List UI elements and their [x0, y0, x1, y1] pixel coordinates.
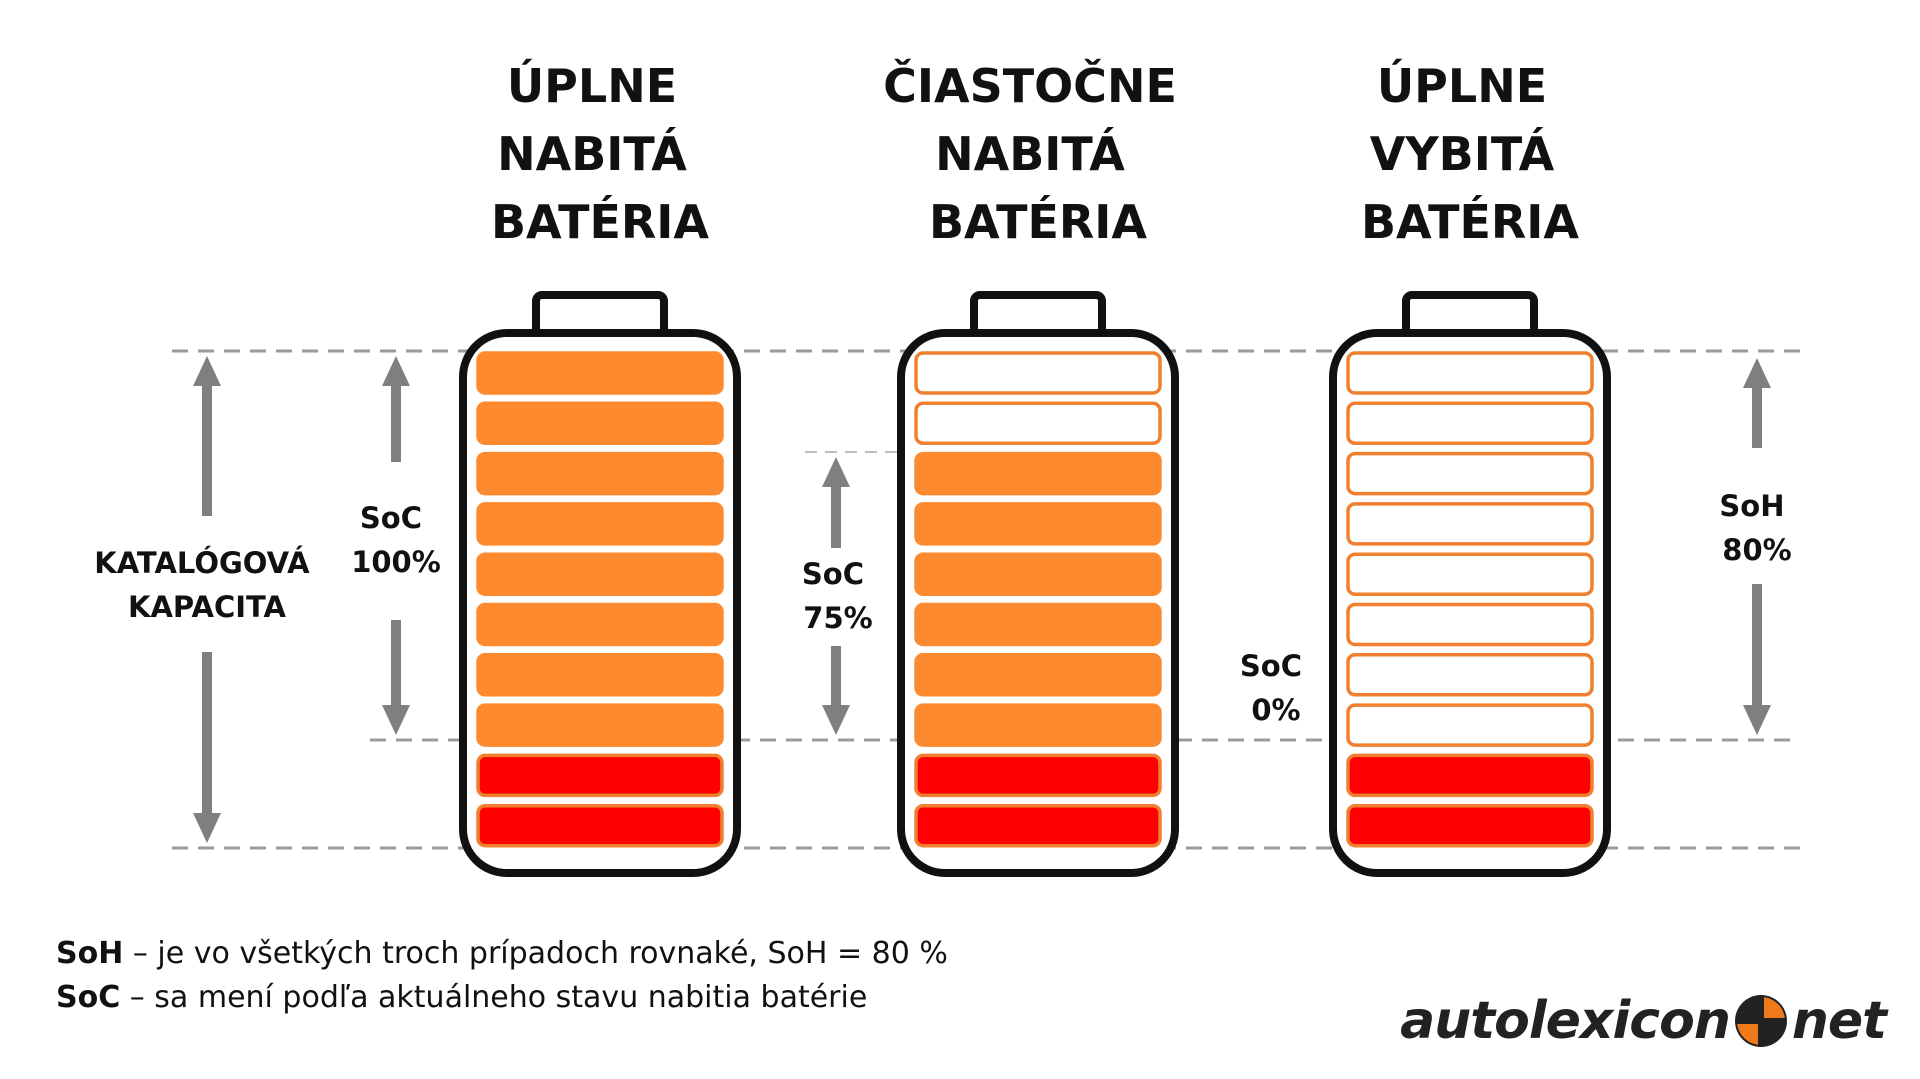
battery-cell-empty — [1346, 703, 1594, 747]
battery-cell-empty — [1346, 401, 1594, 446]
title-line: BATÉRIA — [929, 195, 1147, 249]
battery-cell-empty — [914, 401, 1162, 446]
label-line: 80% — [1722, 533, 1791, 567]
title-line: ČIASTOČNE — [883, 59, 1177, 113]
orange-crosshair-circle-icon — [1734, 995, 1787, 1047]
catalog-capacity-arrow — [193, 356, 221, 843]
legend-soh-text: – je vo všetkých troch prípadoch rovnaké… — [123, 936, 948, 971]
battery-cell-charged — [476, 401, 724, 446]
title-line: ÚPLNE — [507, 59, 677, 113]
battery-2 — [897, 291, 1179, 877]
arrow-down-icon — [382, 705, 410, 735]
battery-cell-charged — [914, 602, 1162, 647]
battery-cell-charged — [914, 703, 1162, 747]
arrow-down-icon — [822, 705, 850, 735]
arrow-up-icon — [822, 457, 850, 487]
soc-full-label: SoC 100% — [351, 501, 441, 579]
battery-cell-reserve — [914, 803, 1162, 848]
battery-cell-charged — [914, 451, 1162, 496]
battery-3 — [1329, 291, 1611, 877]
arrow-up-icon — [1743, 358, 1771, 388]
title-line: ÚPLNE — [1377, 59, 1547, 113]
label-line: KATALÓGOVÁ — [94, 546, 310, 580]
arrow-down-icon — [1743, 705, 1771, 735]
battery-title-partial: ČIASTOČNE NABITÁ BATÉRIA — [883, 59, 1193, 249]
battery-title-full: ÚPLNE NABITÁ BATÉRIA — [491, 59, 709, 249]
label-line: SoC — [1240, 649, 1302, 683]
legend-soc-term: SoC — [56, 980, 121, 1015]
autolexicon-logo[interactable]: autolexicon net — [1400, 986, 1887, 1056]
title-line: NABITÁ — [497, 127, 687, 181]
battery-cell-reserve — [476, 803, 724, 848]
label-line: 0% — [1251, 693, 1300, 727]
arrow-up-icon — [193, 356, 221, 386]
label-line: SoH — [1719, 489, 1784, 523]
title-line: BATÉRIA — [491, 195, 709, 249]
soh-arrow — [1743, 358, 1771, 735]
battery-cell-empty — [1346, 653, 1594, 697]
label-line: 75% — [803, 601, 872, 635]
battery-1 — [459, 291, 741, 877]
logo-text-left: autolexicon — [1400, 991, 1731, 1051]
soc-empty-label: SoC 0% — [1240, 649, 1312, 727]
catalog-capacity-label: KATALÓGOVÁ KAPACITA — [94, 546, 319, 624]
soc-partial-arrow — [822, 457, 850, 735]
battery-cell-charged — [476, 451, 724, 496]
legend-soc-text: – sa mení podľa aktuálneho stavu nabitia… — [120, 980, 868, 1015]
battery-cell-empty — [1346, 502, 1594, 546]
label-line: 100% — [351, 545, 441, 579]
legend-soh-line: SoH – je vo všetkých troch prípadoch rov… — [56, 932, 948, 976]
battery-cell-charged — [914, 552, 1162, 596]
label-line: KAPACITA — [128, 590, 287, 624]
battery-cell-reserve — [1346, 753, 1594, 798]
battery-cell-empty — [1346, 552, 1594, 596]
batteries — [459, 291, 1611, 877]
title-line: VYBITÁ — [1370, 127, 1555, 181]
soh-label: SoH 80% — [1719, 489, 1794, 567]
arrow-up-icon — [382, 356, 410, 386]
battery-cell-charged — [476, 502, 724, 546]
battery-cell-charged — [476, 703, 724, 747]
battery-cell-reserve — [1346, 803, 1594, 848]
label-line: SoC — [360, 501, 422, 535]
battery-title-empty: ÚPLNE VYBITÁ BATÉRIA — [1361, 59, 1579, 249]
legend: SoH – je vo všetkých troch prípadoch rov… — [56, 932, 948, 1020]
soc-partial-label: SoC 75% — [802, 557, 874, 635]
battery-cell-charged — [476, 552, 724, 596]
soc-full-arrow — [382, 356, 410, 735]
battery-cell-empty — [1346, 451, 1594, 496]
battery-cell-reserve — [476, 753, 724, 798]
label-line: SoC — [802, 557, 864, 591]
battery-cell-charged — [914, 653, 1162, 697]
logo-text-right: net — [1791, 991, 1887, 1051]
battery-cell-charged — [476, 602, 724, 647]
battery-cell-charged — [476, 653, 724, 697]
battery-cell-reserve — [914, 753, 1162, 798]
battery-cell-charged — [914, 502, 1162, 546]
title-line: NABITÁ — [935, 127, 1125, 181]
legend-soc-line: SoC – sa mení podľa aktuálneho stavu nab… — [56, 976, 948, 1020]
battery-cell-charged — [476, 351, 724, 395]
title-line: BATÉRIA — [1361, 195, 1579, 249]
battery-cell-empty — [1346, 351, 1594, 395]
arrow-down-icon — [193, 813, 221, 843]
battery-cell-empty — [914, 351, 1162, 395]
legend-soh-term: SoH — [56, 936, 124, 971]
battery-cell-empty — [1346, 602, 1594, 647]
